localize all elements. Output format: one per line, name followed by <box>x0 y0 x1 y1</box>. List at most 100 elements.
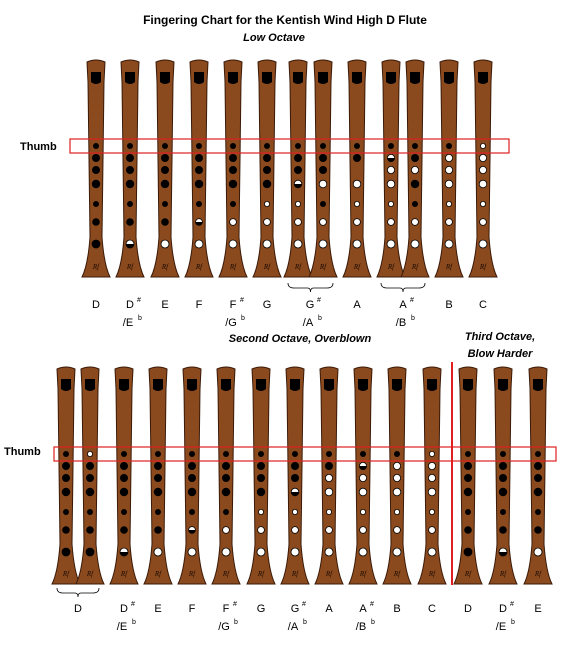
second-thumb-hole-5-closed <box>222 450 229 457</box>
low-hole-8-2-open <box>352 179 362 189</box>
low-label-0: D <box>92 299 100 311</box>
low-thumb-hole-2-closed <box>161 142 168 149</box>
low-hole-2-5-open <box>160 239 170 249</box>
low-hole-5-0-closed <box>262 153 271 162</box>
overlay-group <box>53 138 557 598</box>
low-flute-2: Rf <box>150 59 180 278</box>
low-hole-2-2-closed <box>160 179 170 189</box>
second-hole-7-0-closed <box>290 461 299 470</box>
second-label-0-note: D <box>74 603 82 615</box>
low-hole-0-3-closed <box>93 200 100 207</box>
low-mouthpiece-10 <box>410 72 420 84</box>
second-thumb-hole-9-closed <box>359 450 366 457</box>
low-hole-11-1-open <box>444 165 453 174</box>
low-thumb-hole-1-closed <box>127 142 134 149</box>
low-label-6-flat: b <box>318 315 322 322</box>
second-label-6-flat: b <box>303 619 307 626</box>
low-mouthpiece-6 <box>293 72 303 84</box>
second-hole-2-5-closed-part <box>120 552 128 556</box>
third-octave-heading-line1: Third Octave, <box>465 331 535 343</box>
low-hole-7-4-open <box>319 218 327 226</box>
second-label-7-note: A <box>325 603 333 615</box>
low-hole-6-5-open <box>293 239 303 249</box>
low-maker-mark-3: Rf <box>195 263 203 271</box>
second-label-3-note: F <box>189 603 196 615</box>
low-hole-6-2-closed-part <box>294 184 302 188</box>
low-hole-1-3-closed <box>127 200 134 207</box>
low-maker-mark-5: Rf <box>263 263 271 271</box>
third-label-0: D <box>464 603 472 615</box>
third-hole-0-4-closed <box>464 526 472 534</box>
low-flute-12: Rf <box>468 59 498 278</box>
second-mouthpiece-8 <box>324 379 334 391</box>
low-hole-6-1-closed <box>293 165 302 174</box>
second-maker-mark-3: Rf <box>154 570 162 578</box>
low-label-6-sharp: # <box>317 297 321 304</box>
low-maker-mark-2: Rf <box>161 263 169 271</box>
second-hole-2-1-closed <box>120 473 129 482</box>
second-thumb-row-box <box>53 446 557 462</box>
low-hole-6-2-half <box>293 179 303 189</box>
low-label-5: G <box>263 299 272 311</box>
third-hole-0-3-closed <box>464 508 471 515</box>
low-label-4-note: F <box>230 299 237 311</box>
low-flute-9: Rf <box>376 59 406 278</box>
third-maker-mark-1: Rf <box>499 570 507 578</box>
third-hole-1-1-closed <box>498 473 507 482</box>
second-hole-2-5-half <box>119 547 129 557</box>
low-label-4-flat: b <box>241 315 245 322</box>
low-maker-mark-1: Rf <box>126 263 134 271</box>
low-hole-6-3-open <box>294 200 301 207</box>
second-maker-mark-5: Rf <box>222 570 230 578</box>
second-hole-0-3-closed <box>63 508 70 515</box>
second-label-5: G <box>257 603 266 615</box>
low-hole-8-3-open <box>353 200 360 207</box>
second-label-4-note: F <box>223 603 230 615</box>
second-hole-10-0-open <box>392 461 401 470</box>
third-mouthpiece-2 <box>533 379 543 391</box>
second-label-9: B <box>393 603 400 615</box>
second-hole-4-2-closed <box>187 487 197 497</box>
low-hole-9-3-open <box>387 200 394 207</box>
third-thumb-hole-0-closed <box>464 450 471 457</box>
second-mouthpiece-4 <box>187 379 197 391</box>
low-flute-5: Rf <box>252 59 282 278</box>
low-label-1-sharp: # <box>137 297 141 304</box>
second-label-8-flat: b <box>371 619 375 626</box>
second-mouthpiece-6 <box>256 379 266 391</box>
low-hole-5-5-open <box>262 239 272 249</box>
second-hole-9-0-closed-part <box>359 466 367 470</box>
low-flute-7: Rf <box>308 59 338 278</box>
second-hole-6-4-open <box>257 526 265 534</box>
second-label-2: E <box>154 603 161 615</box>
third-hole-1-5-half <box>498 547 508 557</box>
low-label-5-note: G <box>263 299 272 311</box>
low-hole-0-2-closed <box>91 179 101 189</box>
third-hole-1-4-closed <box>499 526 507 534</box>
low-hole-11-2-open <box>444 179 454 189</box>
second-label-1-flat-note: /E <box>117 621 127 633</box>
second-thumb-hole-7-closed <box>291 450 298 457</box>
second-label-4-flat: b <box>234 619 238 626</box>
second-flute-1: Rf <box>75 366 105 585</box>
low-hole-10-0-closed <box>410 153 419 162</box>
second-hole-4-4-half <box>188 526 196 534</box>
low-hole-4-0-closed <box>228 153 237 162</box>
low-hole-4-1-closed <box>228 165 237 174</box>
low-hole-8-4-open <box>353 218 361 226</box>
low-maker-mark-4: Rf <box>229 263 237 271</box>
low-label-3: F <box>196 299 203 311</box>
low-thumb-hole-8-closed <box>353 142 360 149</box>
low-label-9: B <box>445 299 452 311</box>
low-hole-7-0-closed <box>318 153 327 162</box>
low-hole-11-4-open <box>445 218 453 226</box>
second-maker-mark-10: Rf <box>393 570 401 578</box>
second-thumb-hole-11-open <box>428 450 435 457</box>
second-thumb-hole-4-closed <box>188 450 195 457</box>
second-hole-7-4-open <box>291 526 299 534</box>
second-hole-0-5-closed <box>61 547 71 557</box>
low-maker-mark-6: Rf <box>294 263 302 271</box>
